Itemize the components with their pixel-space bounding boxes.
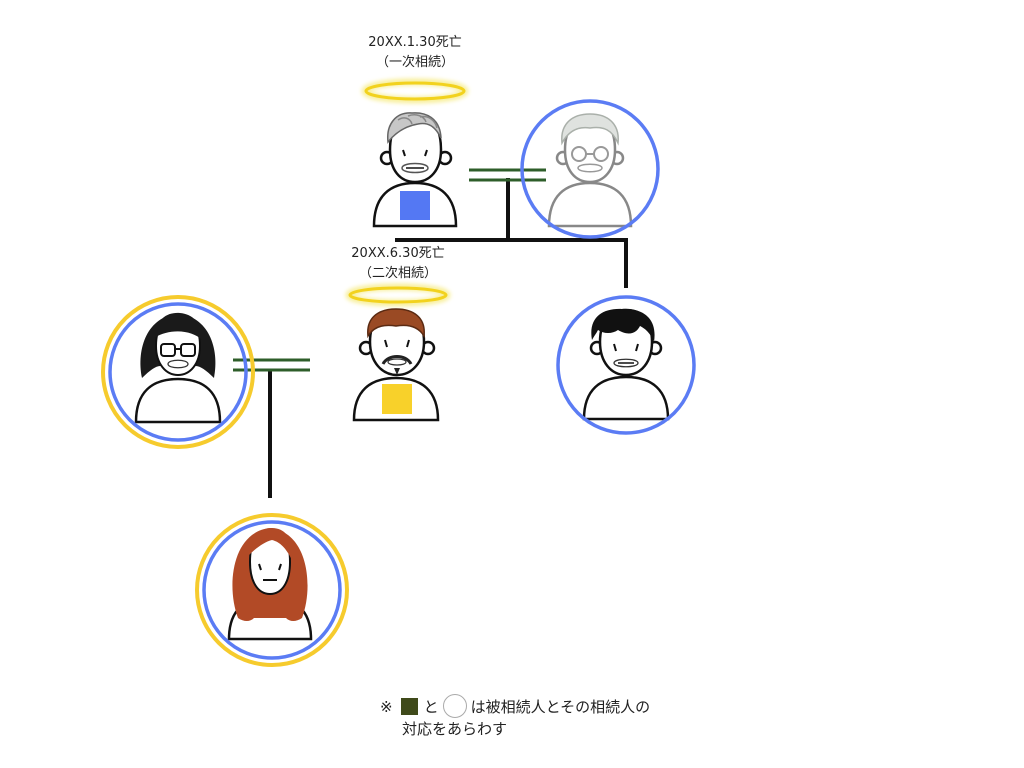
note-mark: ※ bbox=[380, 698, 393, 716]
grandfather-inheritance-type: （一次相続） bbox=[375, 55, 454, 70]
halo-father bbox=[345, 283, 451, 307]
grandmother-figure bbox=[547, 113, 633, 228]
father-inheritance-type: （二次相続） bbox=[358, 266, 437, 281]
second-inheritance-square bbox=[382, 384, 412, 414]
marriage-line-grandparents bbox=[469, 168, 546, 182]
note-text-line2: 対応をあらわす bbox=[402, 720, 508, 738]
uncle-figure bbox=[582, 308, 670, 421]
tree-lines bbox=[268, 178, 628, 498]
father-death-label: 20XX.6.30死亡 （二次相続） bbox=[323, 244, 473, 284]
note-connector: と bbox=[423, 698, 439, 716]
grandfather-figure bbox=[372, 112, 458, 228]
grandfather-death-label: 20XX.1.30死亡 （一次相続） bbox=[340, 33, 490, 73]
grandfather-death-date: 20XX.1.30死亡 bbox=[368, 35, 462, 50]
mother-second-inheritance-ring bbox=[101, 295, 255, 449]
mother-first-inheritance-ring bbox=[108, 302, 248, 442]
note-text-line1: は被相続人とその相続人の bbox=[470, 698, 651, 716]
legend-circle-icon bbox=[442, 694, 467, 718]
mother-figure bbox=[134, 312, 222, 424]
grandmother-first-inheritance-ring bbox=[520, 99, 660, 239]
father-figure bbox=[352, 308, 440, 422]
daughter-figure bbox=[227, 528, 313, 641]
halo-grandfather bbox=[361, 78, 469, 104]
daughter-first-inheritance-ring bbox=[202, 520, 342, 660]
first-inheritance-square bbox=[400, 191, 430, 220]
daughter-second-inheritance-ring bbox=[195, 513, 349, 667]
father-death-date: 20XX.6.30死亡 bbox=[351, 246, 445, 261]
uncle-first-inheritance-ring bbox=[556, 295, 696, 435]
legend-note: ※ と は被相続人とその相続人の 対応をあらわす bbox=[380, 694, 650, 740]
legend-square-icon bbox=[400, 698, 418, 715]
